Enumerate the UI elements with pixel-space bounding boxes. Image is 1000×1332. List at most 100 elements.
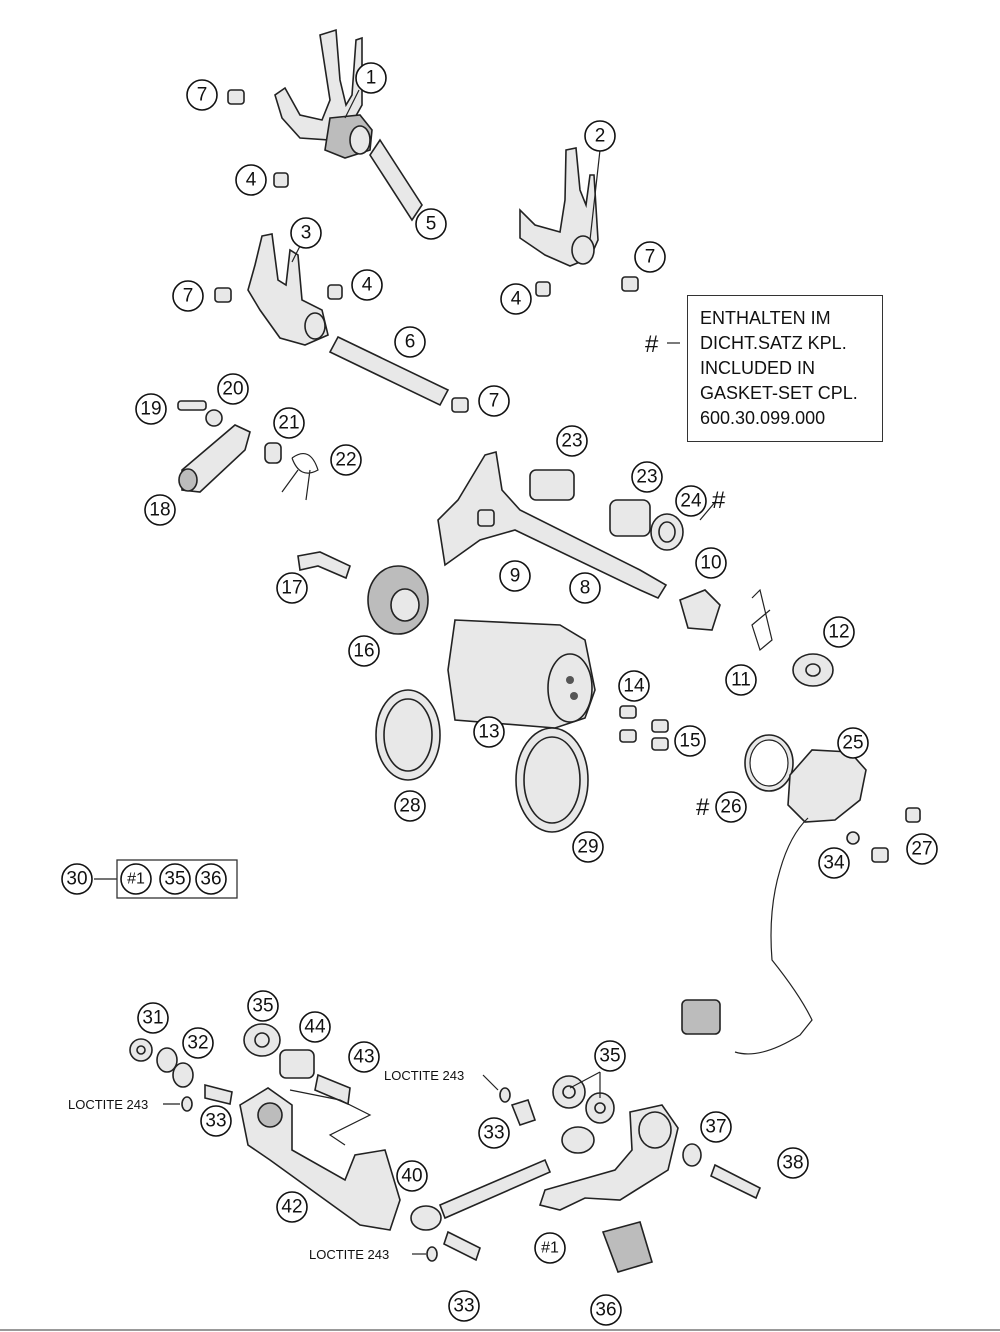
callout-33: 33 [478, 1117, 510, 1149]
callout-14: 14 [618, 670, 650, 702]
callout-24: 24 [675, 485, 707, 517]
loctite-label-middle: LOCTITE 243 [384, 1068, 464, 1083]
detents-15 [651, 719, 669, 751]
shift-drum-cam-16 [367, 565, 429, 635]
svg-text:#1: #1 [541, 1240, 559, 1257]
svg-text:7: 7 [645, 247, 656, 268]
svg-text:14: 14 [623, 676, 645, 697]
note-line: INCLUDED IN [700, 358, 816, 378]
shift-shaft-8 [437, 450, 668, 600]
svg-text:19: 19 [140, 399, 161, 420]
callout-40: 40 [396, 1160, 428, 1192]
loctite-label-bottom: LOCTITE 243 [309, 1247, 389, 1262]
svg-text:35: 35 [599, 1046, 620, 1067]
bearing-28 [375, 689, 441, 781]
washer-31 [129, 1038, 153, 1062]
shift-rod-40 [410, 1126, 595, 1231]
svg-text:10: 10 [700, 553, 721, 574]
callout-15: 15 [674, 725, 706, 757]
loctite-label-left: LOCTITE 243 [68, 1097, 148, 1112]
callout-7: 7 [172, 280, 204, 312]
callout-27: 27 [906, 833, 938, 865]
callout-31: 31 [137, 1002, 169, 1034]
shift-drum-13 [447, 619, 596, 729]
svg-text:6: 6 [405, 332, 416, 353]
shift-pedal-1 [538, 1104, 679, 1273]
shift-lever-42 [239, 1087, 401, 1231]
note-line: GASKET-SET CPL. [700, 383, 858, 403]
callout-4: 4 [235, 164, 267, 196]
svg-text:1: 1 [366, 68, 377, 89]
shift-fork-3 [247, 233, 329, 346]
locking-lever-assembly [177, 400, 319, 501]
callout-16: 16 [348, 635, 380, 667]
kit-callout-35: 35 [159, 863, 191, 895]
svg-text:13: 13 [478, 722, 499, 743]
callout-9: 9 [499, 560, 531, 592]
bearing-23-a [529, 469, 575, 501]
svg-text:42: 42 [281, 1197, 302, 1218]
callout-42: 42 [276, 1191, 308, 1223]
shift-rod-5 [369, 138, 423, 222]
screws-27-34 [846, 807, 921, 863]
screw-33-bottom [426, 1230, 481, 1262]
o-ring-26 [744, 734, 794, 792]
callout-26: 26 [715, 791, 747, 823]
bearing-29 [515, 727, 589, 833]
svg-text:36: 36 [595, 1300, 616, 1321]
svg-text:11: 11 [731, 670, 751, 691]
kit-callout-36: 36 [195, 863, 227, 895]
screw-17 [297, 551, 351, 580]
gear-sensor-25 [681, 749, 867, 1055]
svg-text:31: 31 [142, 1008, 163, 1029]
svg-text:29: 29 [577, 837, 598, 858]
svg-text:26: 26 [720, 797, 741, 818]
callout-12: 12 [823, 616, 855, 648]
callout-23: 23 [631, 461, 663, 493]
callout-29: 29 [572, 831, 604, 863]
callout-4: 4 [351, 269, 383, 301]
bushing-44 [279, 1049, 315, 1079]
note-line: 600.30.099.000 [700, 408, 826, 428]
svg-text:43: 43 [353, 1047, 374, 1068]
callout-43: 43 [348, 1041, 380, 1073]
svg-text:17: 17 [281, 578, 302, 599]
shift-fork-2 [519, 147, 599, 267]
callout-30: 30 [61, 863, 93, 895]
svg-text:33: 33 [205, 1111, 226, 1132]
svg-text:22: 22 [335, 450, 356, 471]
callout-6: 6 [394, 326, 426, 358]
callout-32: 32 [182, 1027, 214, 1059]
spring-guide-10 [679, 589, 721, 631]
callout-7: 7 [478, 385, 510, 417]
callout-36: 36 [590, 1294, 622, 1326]
hash-mark-24: # [712, 487, 726, 514]
svg-text:27: 27 [911, 839, 932, 860]
callout-17: 17 [276, 572, 308, 604]
svg-text:33: 33 [453, 1296, 474, 1317]
kit-callout-1: #1 [120, 863, 152, 895]
callout-5: 5 [415, 208, 447, 240]
svg-text:35: 35 [164, 869, 185, 890]
svg-text:32: 32 [187, 1033, 208, 1054]
washer-12 [792, 653, 834, 687]
callout-20: 20 [217, 373, 249, 405]
springs-14 [619, 705, 637, 743]
svg-text:12: 12 [828, 622, 849, 643]
svg-text:24: 24 [680, 491, 702, 512]
rollers-4 [273, 172, 551, 300]
return-spring-11 [751, 588, 773, 652]
svg-text:4: 4 [511, 289, 522, 310]
callout-21: 21 [273, 407, 305, 439]
callout-33: 33 [200, 1105, 232, 1137]
gasket-set-note: ENTHALTEN IM DICHT.SATZ KPL. INCLUDED IN… [687, 295, 883, 442]
bearing-23-b [609, 499, 651, 537]
svg-text:3: 3 [301, 223, 312, 244]
svg-text:23: 23 [561, 431, 582, 452]
springs-7 [214, 89, 639, 413]
svg-text:40: 40 [401, 1166, 422, 1187]
svg-text:4: 4 [246, 170, 257, 191]
svg-text:9: 9 [510, 566, 521, 587]
callout-22: 22 [330, 444, 362, 476]
